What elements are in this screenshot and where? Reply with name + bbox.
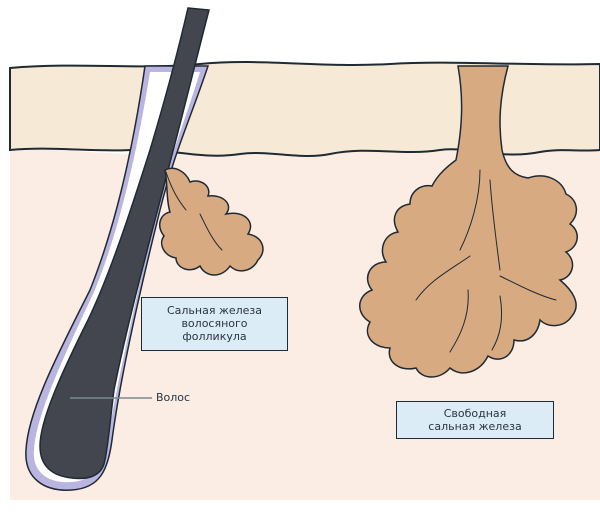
free-sebaceous-gland-label: Свободная сальная железа (396, 401, 554, 439)
hair-label: Волос (156, 391, 190, 404)
follicle-label-line-3: фолликула (146, 330, 283, 343)
follicle-label-line-1: Сальная железа (146, 304, 283, 317)
follicle-label-line-2: волосяного (146, 317, 283, 330)
free-label-line-1: Свободная (401, 407, 549, 420)
follicle-sebaceous-gland-label: Сальная железа волосяного фолликула (141, 297, 288, 351)
epidermis-layer (10, 62, 600, 156)
free-label-line-2: сальная железа (401, 420, 549, 433)
